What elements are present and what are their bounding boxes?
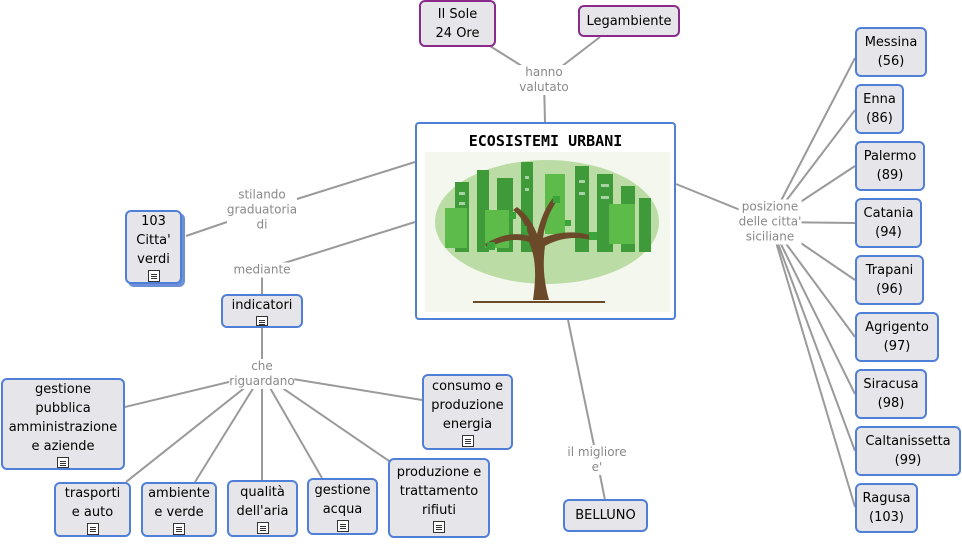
node-city-messina[interactable]: Messina(56) [855,27,927,77]
link-il-migliore: il migliore e' [567,445,627,475]
node-trasporti-auto[interactable]: trasporti e auto [54,482,131,537]
resource-icon[interactable] [57,457,69,468]
resource-icon[interactable] [433,521,445,533]
node-city-siracusa[interactable]: Siracusa(98) [855,369,927,419]
node-city-ragusa[interactable]: Ragusa(103) [855,483,918,533]
resource-icon[interactable] [256,522,269,534]
node-gestione-acqua[interactable]: gestione acqua [307,478,378,535]
node-consumo-energia[interactable]: consumo e produzione energia [422,374,513,450]
node-city-trapani[interactable]: Trapani(96) [855,255,924,305]
resource-icon[interactable] [173,523,185,535]
node-produzione-rifiuti[interactable]: produzione e trattamento rifiuti [388,458,490,538]
central-concept-title: ECOSISTEMI URBANI [468,132,623,150]
node-city-caltanissetta[interactable]: Caltanissetta(99) [855,426,961,476]
node-city-palermo[interactable]: Palermo(89) [855,141,925,191]
city-tree-illustration [425,152,670,312]
node-ambiente-verde[interactable]: ambiente e verde [141,482,217,537]
node-103-citta-verdi[interactable]: 103 Citta' verdi [125,210,182,284]
node-qualita-aria[interactable]: qualità dell'aria [227,480,298,537]
resource-icon[interactable] [256,316,268,326]
node-city-enna[interactable]: Enna(86) [855,84,904,134]
resource-icon[interactable] [461,435,474,447]
node-legambiente[interactable]: Legambiente [578,5,680,37]
node-il-sole-24-ore[interactable]: Il Sole 24 Ore [419,0,496,47]
link-mediante: mediante [233,262,291,278]
resource-icon[interactable] [86,523,99,535]
link-posizione-citta-siciliane: posizione delle citta' siciliane [738,199,802,245]
node-belluno[interactable]: BELLUNO [563,499,648,532]
resource-icon[interactable] [336,520,349,532]
link-che-riguardano: che riguardano [229,359,295,389]
node-indicatori[interactable]: indicatori [221,294,303,328]
central-concept[interactable]: ECOSISTEMI URBANI [415,122,676,320]
node-gestione-pubblica[interactable]: gestione pubblica amministrazione e azie… [1,378,125,470]
node-city-agrigento[interactable]: Agrigento(97) [855,312,939,362]
resource-icon[interactable] [147,270,160,282]
link-stilando-graduatoria: stilando graduatoria di [226,187,298,233]
node-city-catania[interactable]: Catania(94) [855,198,922,248]
